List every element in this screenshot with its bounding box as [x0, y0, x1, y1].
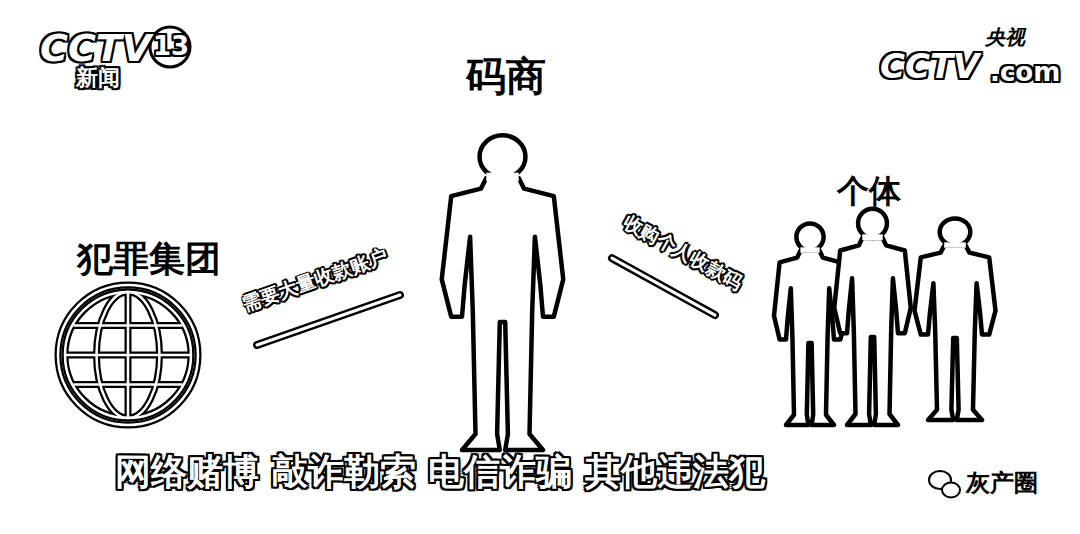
head-outline	[796, 223, 823, 250]
globe-line	[58, 285, 198, 425]
body-outline	[442, 178, 564, 450]
person-silhouette	[442, 135, 564, 450]
node-heading: 码商	[400, 54, 612, 98]
person-silhouette	[834, 209, 911, 425]
globe-line	[73, 383, 182, 386]
logo-text: CCTV	[40, 28, 151, 70]
figure-node: 码商	[400, 50, 612, 455]
globe-line	[65, 354, 191, 357]
neck-fill	[862, 234, 882, 240]
globe-line	[58, 285, 198, 425]
site-domain: .com	[990, 58, 1060, 87]
edge-label: 收购个人收款码	[617, 209, 748, 295]
figure-node: 犯罪集团	[40, 235, 257, 430]
node-heading: 犯罪集团	[40, 239, 257, 279]
head-outline	[940, 218, 971, 245]
globe-fill	[58, 285, 198, 425]
node-heading: 个体	[715, 174, 1022, 209]
globe-line	[65, 292, 191, 418]
wechat-icon	[929, 471, 960, 498]
figure-node: 个体	[715, 170, 1022, 430]
chat-bubble	[942, 483, 960, 498]
body-outline	[915, 246, 996, 420]
channel-badge	[150, 27, 190, 67]
neck-fill	[486, 173, 518, 182]
site-logo: CCTV	[880, 48, 979, 85]
person-silhouette	[774, 223, 846, 425]
site-logo-script: 央视	[985, 26, 1025, 48]
head-outline	[858, 209, 887, 238]
neck-fill	[944, 242, 966, 247]
neck-fill	[800, 247, 819, 252]
node-illustration	[400, 50, 600, 455]
logo-number: 13	[153, 32, 189, 61]
globe-line	[65, 292, 191, 418]
logo-subtitle: 新闻	[76, 66, 120, 90]
globe-line	[73, 324, 182, 327]
person-silhouette	[915, 218, 996, 420]
globe-icon	[58, 285, 198, 425]
subtitle-caption: 网络赌博 敲诈勒索 电信诈骗 其他违法犯	[115, 452, 765, 492]
body-outline	[834, 238, 911, 425]
watermark: 灰产圈	[966, 470, 1038, 496]
head-outline	[480, 135, 526, 178]
